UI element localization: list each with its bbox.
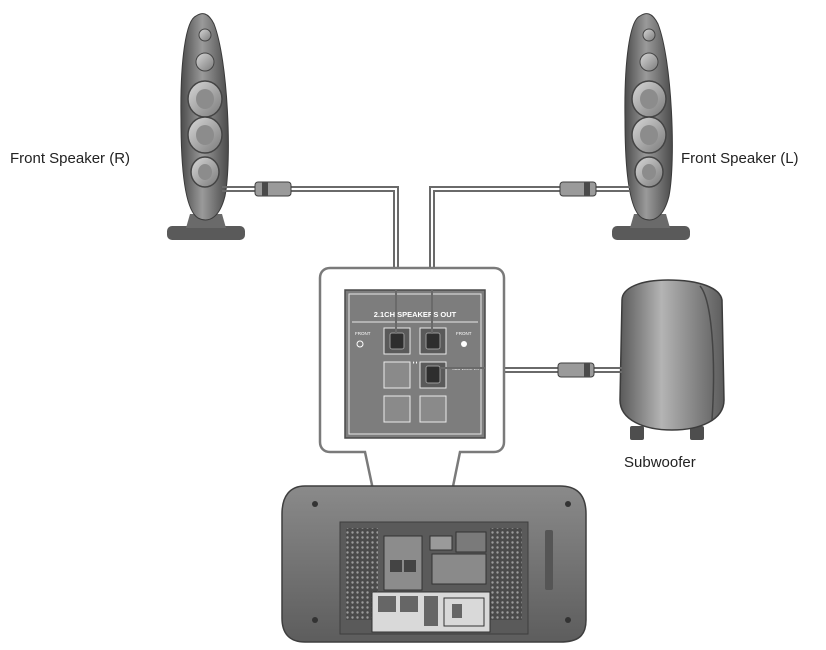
front-speaker-right	[167, 13, 245, 240]
panel-title: 2.1CH SPEAKERS OUT	[374, 310, 457, 319]
front-left-label: FRONT	[355, 331, 371, 336]
receiver-back	[281, 485, 587, 643]
label-front-speaker-left: Front Speaker (L)	[681, 150, 799, 167]
svg-text:◖◗: ◖◗	[412, 360, 418, 366]
subwoofer	[619, 279, 725, 440]
wire-plugs	[254, 181, 597, 378]
jack-wire-ends	[395, 290, 485, 369]
label-subwoofer: Subwoofer	[624, 454, 696, 471]
label-front-speaker-right: Front Speaker (R)	[10, 150, 131, 167]
speakers-out-panel: 2.1CH SPEAKERS OUT FRONT FRONT ◖◗ SUB WO…	[344, 289, 486, 439]
front-right-label: FRONT	[456, 331, 472, 336]
front-speaker-left	[612, 13, 690, 240]
